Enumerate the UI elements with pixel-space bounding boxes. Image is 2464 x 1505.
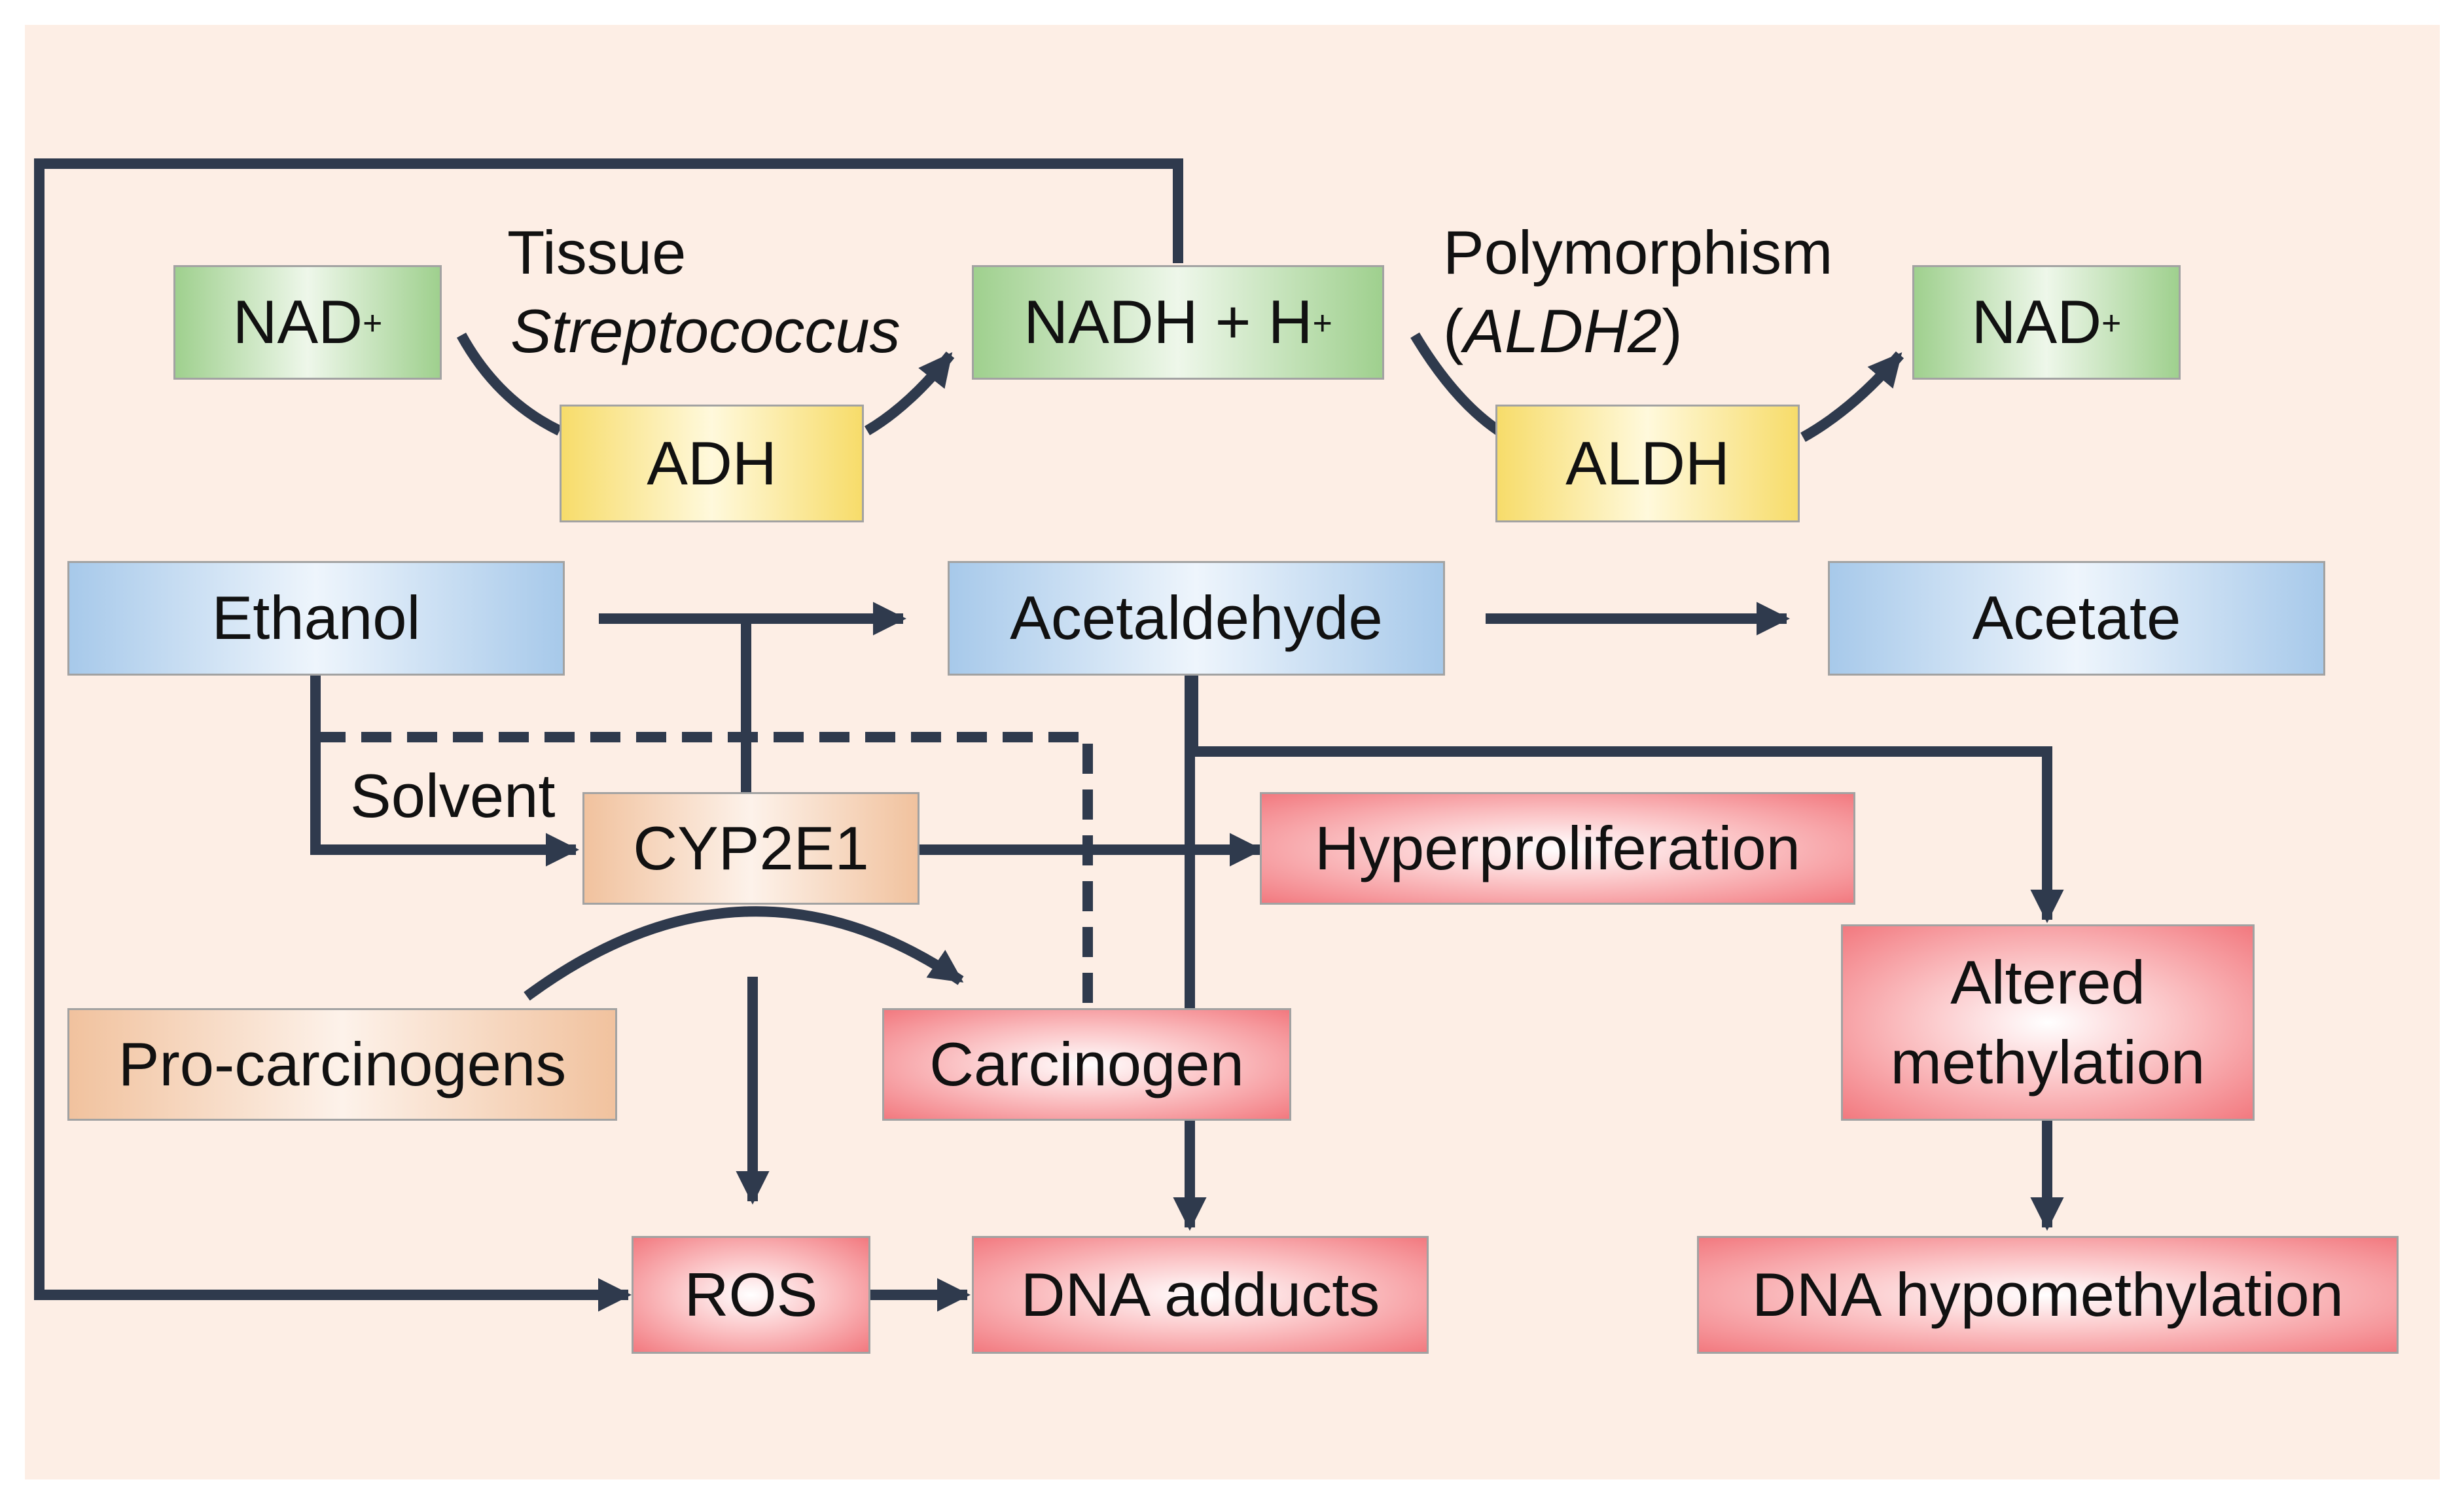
hyperproliferation-node: Hyperproliferation: [1260, 792, 1855, 905]
adh-cofactor-curve: [456, 333, 562, 436]
altered-methylation-node: Altered methylation: [1841, 924, 2255, 1121]
aldh-cofactor-curve: [1410, 332, 1502, 435]
nadh-node: NADH + H+: [972, 265, 1384, 380]
dna-hypomethylation-label: DNA hypomethylation: [1752, 1260, 2344, 1329]
acetate-label: Acetate: [1972, 583, 2181, 653]
acetate-node: Acetate: [1828, 561, 2325, 676]
aldh2-gene-name: ALDH2: [1463, 297, 1662, 365]
dna-adducts-label: DNA adducts: [1020, 1260, 1380, 1329]
aldh-label: ALDH: [1565, 428, 1730, 498]
nad-left-node: NAD+: [173, 265, 442, 380]
aldh2-close-paren: ): [1662, 297, 1683, 365]
procarcinogen-to-carcinogen-curve-arrow: [524, 906, 964, 1001]
cyp2e1-node: CYP2E1: [582, 792, 920, 905]
adh-label: ADH: [647, 428, 777, 498]
aldh2-open-paren: (: [1443, 297, 1464, 365]
altered-methylation-line2: methylation: [1890, 1028, 2205, 1097]
streptococcus-label: Streptococcus: [510, 297, 901, 365]
acetaldehyde-label: Acetaldehyde: [1010, 583, 1383, 653]
dna-adducts-node: DNA adducts: [972, 1236, 1429, 1354]
hyperproliferation-label: Hyperproliferation: [1315, 813, 1800, 882]
aldh-to-nad-curve-arrow: [1800, 351, 1904, 442]
dna-hypomethylation-node: DNA hypomethylation: [1697, 1236, 2399, 1354]
ethanol-node: Ethanol: [67, 561, 565, 676]
nadh-to-ros-loop-arrow: [34, 158, 1183, 1312]
nad-right-node: NAD+: [1912, 265, 2181, 380]
ros-label: ROS: [684, 1260, 818, 1329]
solvent-label: Solvent: [350, 761, 556, 830]
nad-left-label: NAD: [232, 287, 363, 357]
tissue-label: Tissue: [507, 218, 687, 287]
nadh-label: NADH + H: [1024, 287, 1313, 357]
nad-right-label: NAD: [1971, 287, 2102, 357]
ethanol-label: Ethanol: [211, 583, 421, 653]
ros-node: ROS: [632, 1236, 870, 1354]
ethanol-to-carcinogen-dashed-line: [315, 732, 1093, 1008]
adh-node: ADH: [560, 405, 864, 522]
carcinogen-label: Carcinogen: [929, 1029, 1244, 1098]
polymorphism-label: Polymorphism: [1443, 218, 1833, 287]
pro-carcinogens-label: Pro-carcinogens: [118, 1029, 567, 1098]
pro-carcinogens-node: Pro-carcinogens: [67, 1008, 617, 1121]
acetaldehyde-node: Acetaldehyde: [948, 561, 1445, 676]
aldh2-label: (ALDH2): [1443, 291, 1683, 371]
carcinogen-node: Carcinogen: [882, 1008, 1291, 1121]
altered-methylation-line1: Altered: [1950, 947, 2145, 1017]
cyp2e1-label: CYP2E1: [633, 813, 869, 882]
aldh-node: ALDH: [1495, 405, 1800, 522]
adh-to-nadh-curve-arrow: [864, 352, 955, 435]
